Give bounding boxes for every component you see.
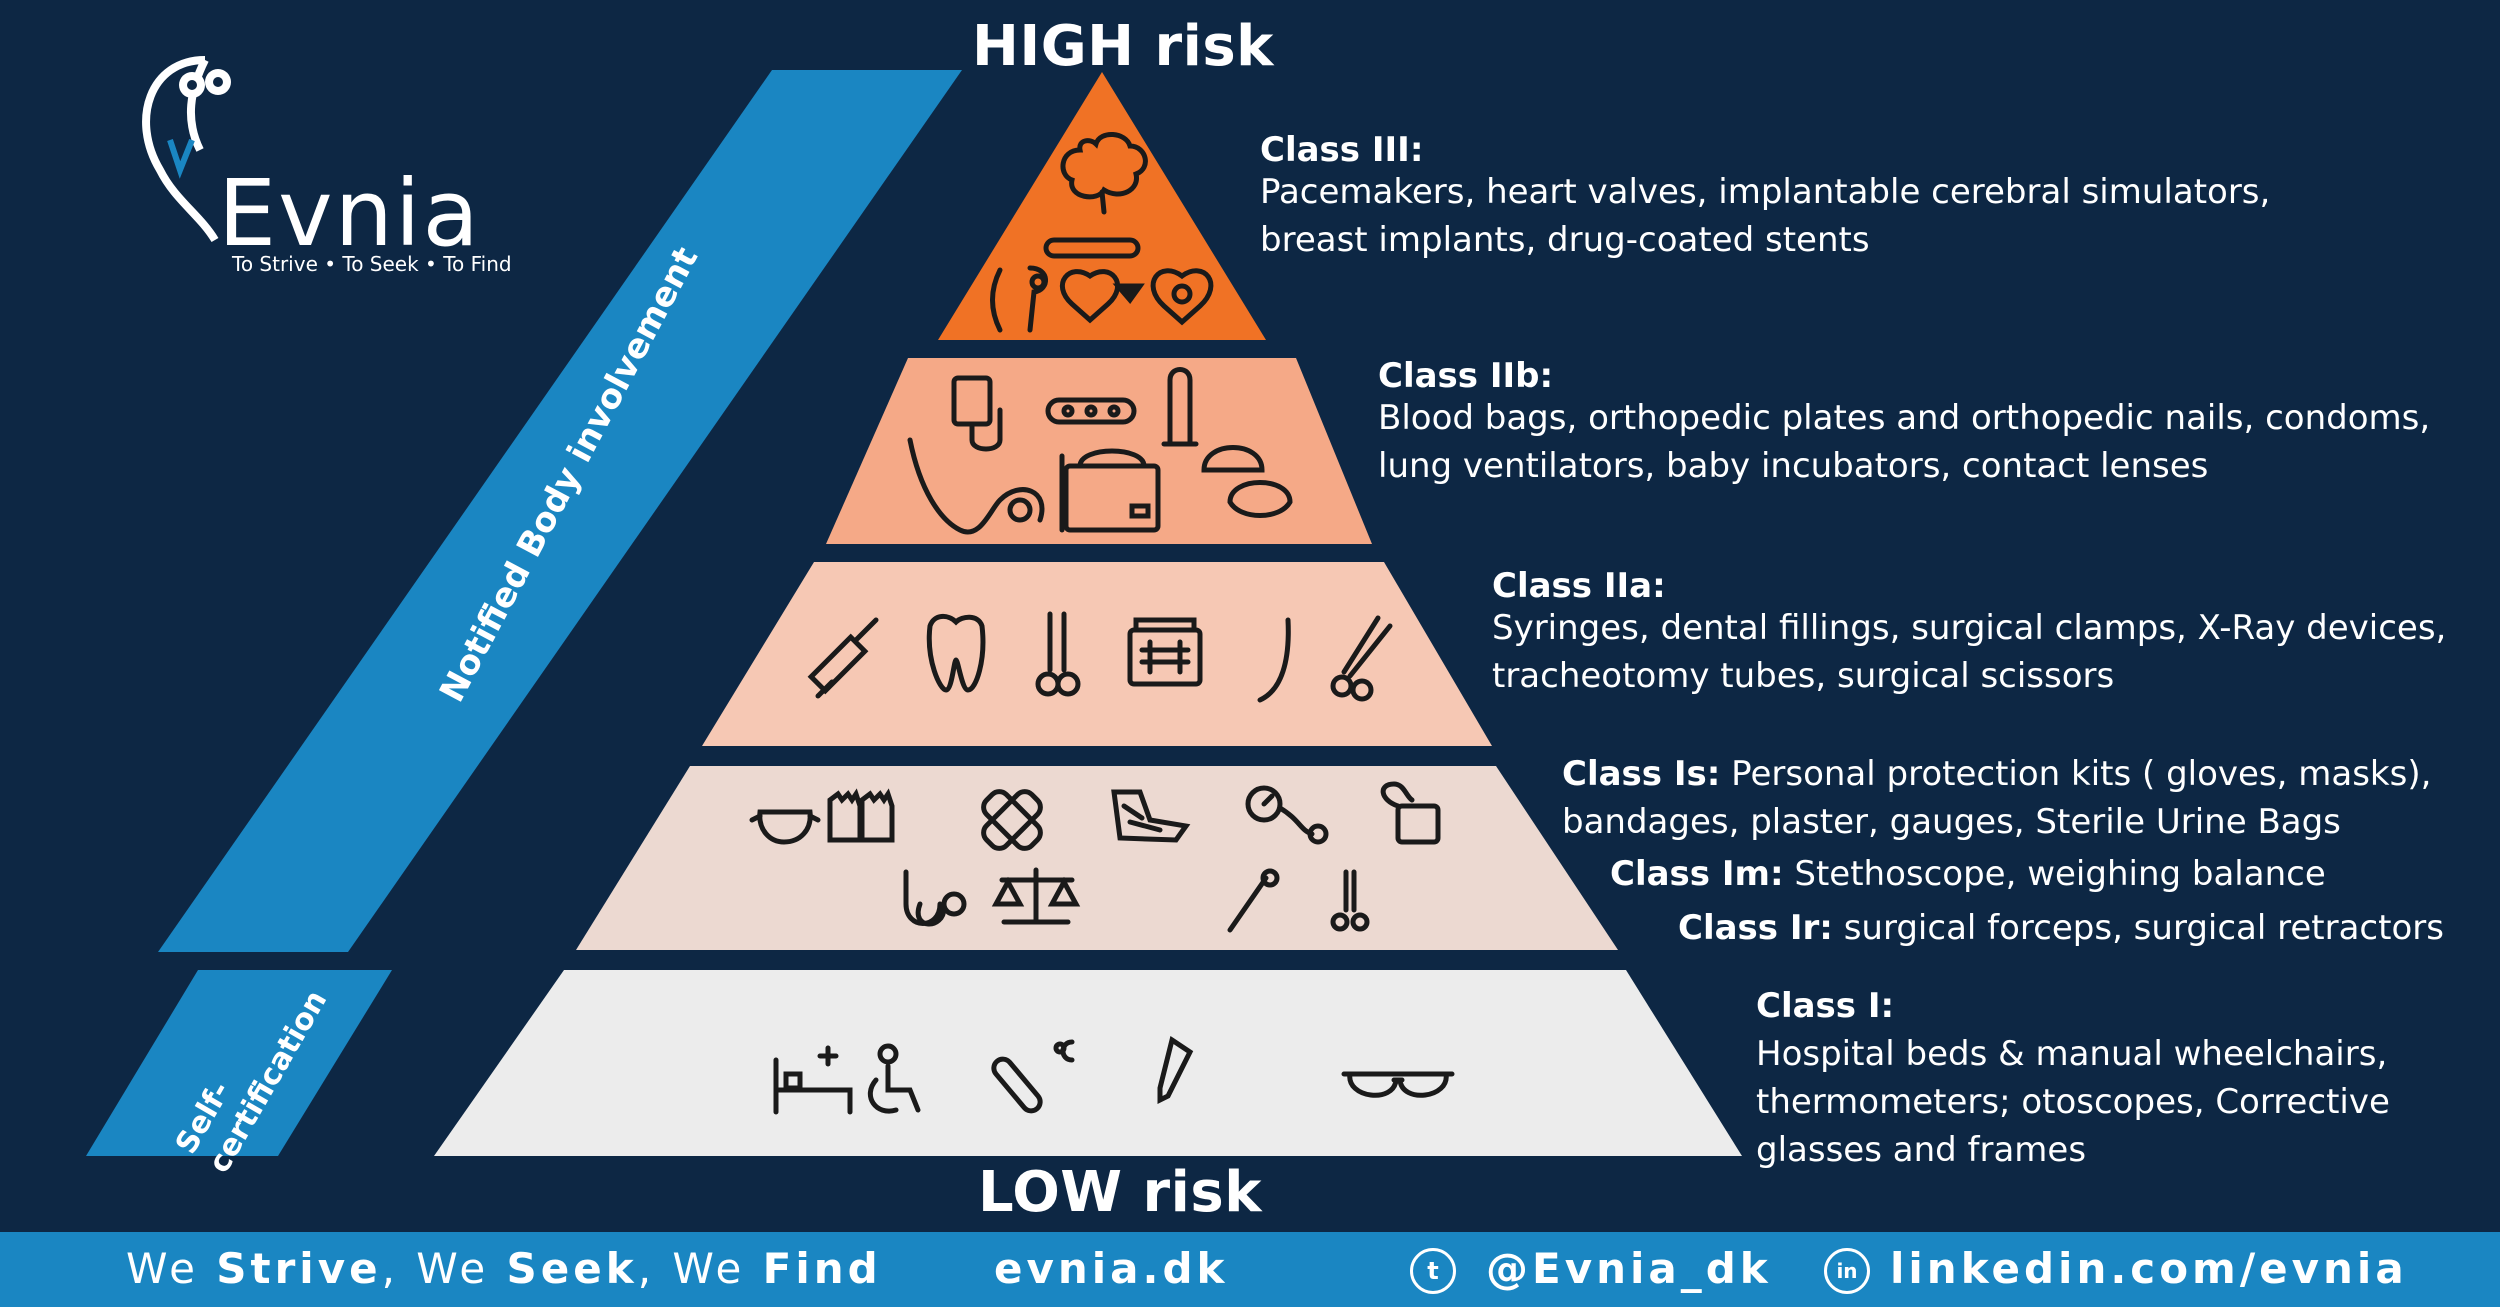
- tier-class-i: [434, 970, 1742, 1156]
- tooth-icon: [926, 614, 986, 693]
- linkedin-icon[interactable]: in: [1824, 1248, 1870, 1294]
- self-certification-band: [86, 970, 392, 1156]
- website-link[interactable]: evnia.dk: [994, 1244, 1229, 1293]
- footer-bar: [0, 1232, 2500, 1307]
- stent-icon: [990, 267, 1003, 333]
- bandage-icon: [981, 789, 1043, 851]
- otoscope-icon: [1157, 1035, 1194, 1105]
- syringe-icon: [807, 617, 879, 699]
- tracheotomy-tube-icon: [1257, 617, 1291, 703]
- mask-icon: [749, 809, 821, 845]
- slogan-strive: Strive: [216, 1244, 382, 1293]
- gloves-icon: [827, 788, 895, 843]
- notified-body-band: [158, 70, 962, 952]
- hospital-bed-icon: [773, 1045, 853, 1115]
- thermometer-icon: [991, 1039, 1075, 1114]
- surgical-scissors-icon: [1330, 615, 1393, 702]
- breast-implant-icon: [1043, 237, 1141, 259]
- gauge-icon: [1245, 785, 1329, 845]
- retractor-icon: [1330, 869, 1370, 932]
- tier-class-iia: [702, 562, 1492, 746]
- twitter-icon[interactable]: t: [1410, 1248, 1456, 1294]
- wheelchair-icon: [868, 1043, 921, 1114]
- contact-lens-icon: [1201, 445, 1293, 518]
- forceps-icon: [1227, 868, 1280, 933]
- slogan-find: Find: [762, 1244, 882, 1293]
- blood-bag-icon: [951, 375, 1003, 452]
- heart-valve-icon: [1059, 269, 1145, 324]
- xray-icon: [1127, 617, 1203, 687]
- slogan-we-2: , We: [381, 1244, 507, 1293]
- incubator-icon: [1059, 448, 1161, 533]
- condom-icon: [1161, 367, 1199, 447]
- urine-bag-icon: [1380, 781, 1441, 845]
- brain-icon: [1060, 132, 1148, 215]
- pacemaker-icon: [1027, 265, 1048, 333]
- heart-gear-icon: [1150, 268, 1214, 326]
- stethoscope-icon: [903, 869, 967, 927]
- plaster-cast-icon: [1111, 789, 1191, 843]
- balance-icon: [991, 867, 1081, 925]
- owl-logo-icon: [142, 56, 231, 243]
- surgical-clamp-icon: [1035, 611, 1081, 697]
- orthopedic-plate-icon: [1045, 397, 1137, 425]
- tier-class-is-im-ir: [576, 766, 1618, 950]
- glasses-icon: [1341, 1071, 1455, 1098]
- linkedin-link[interactable]: linkedin.com/evnia: [1890, 1244, 2408, 1293]
- footer-slogan: We Strive, We Seek, We Find: [126, 1244, 882, 1293]
- slogan-seek: Seek: [506, 1244, 638, 1293]
- ventilator-icon: [907, 437, 1045, 535]
- slogan-we-3: , We: [637, 1244, 763, 1293]
- slogan-we-1: We: [126, 1244, 217, 1293]
- twitter-handle-link[interactable]: @Evnia_dk: [1486, 1244, 1772, 1293]
